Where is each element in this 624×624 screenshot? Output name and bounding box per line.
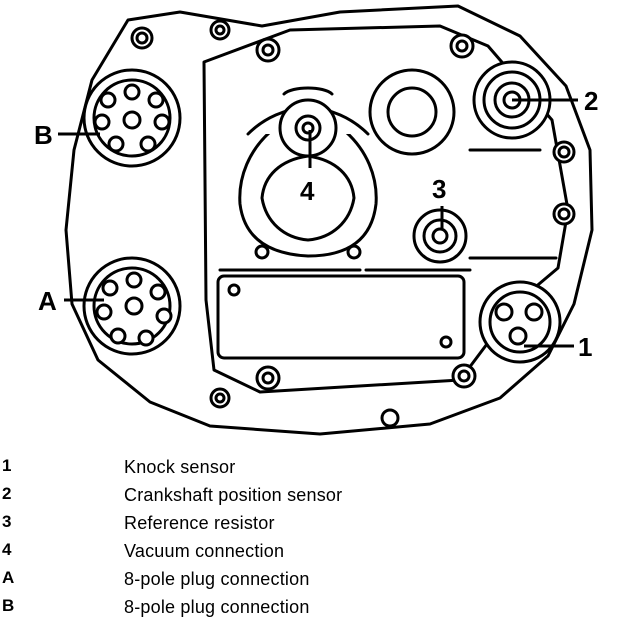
legend-row-1: 1 Knock sensor — [0, 456, 624, 484]
legend-key: 2 — [2, 484, 12, 503]
legend-key: 1 — [2, 456, 12, 475]
callout-a: A — [38, 286, 57, 316]
legend-text: Vacuum connection — [124, 541, 285, 561]
callout-4: 4 — [300, 176, 315, 206]
connector-a — [82, 256, 182, 356]
legend-row-4: 4 Vacuum connection — [0, 540, 624, 568]
knock-sensor — [478, 280, 562, 364]
connector-b — [82, 68, 182, 168]
legend-row-2: 2 Crankshaft position sensor — [0, 484, 624, 512]
legend-text: Crankshaft position sensor — [124, 485, 343, 505]
vacuum-connection — [238, 86, 378, 260]
legend-text: 8-pole plug connection — [124, 569, 310, 589]
callout-2: 2 — [584, 86, 598, 116]
mounting-holes — [130, 19, 576, 428]
legend-text: Knock sensor — [124, 457, 236, 477]
control-unit-diagram: 1 2 3 4 A B — [34, 4, 598, 436]
legend-key: 4 — [2, 540, 12, 559]
housing-ridges — [218, 148, 558, 272]
legend-text: 8-pole plug connection — [124, 597, 310, 617]
callout-1: 1 — [578, 332, 592, 362]
legend-text: Reference resistor — [124, 513, 275, 533]
legend-key: 3 — [2, 512, 12, 531]
callout-3: 3 — [432, 174, 446, 204]
legend-key: A — [2, 568, 15, 587]
center-boss — [368, 68, 456, 156]
legend-row-b: B 8-pole plug connection — [0, 596, 624, 624]
legend-row-3: 3 Reference resistor — [0, 512, 624, 540]
legend-row-a: A 8-pole plug connection — [0, 568, 624, 596]
callout-b: B — [34, 120, 53, 150]
legend-key: B — [2, 596, 15, 615]
cover-plate — [216, 274, 466, 360]
reference-resistor — [412, 208, 468, 264]
